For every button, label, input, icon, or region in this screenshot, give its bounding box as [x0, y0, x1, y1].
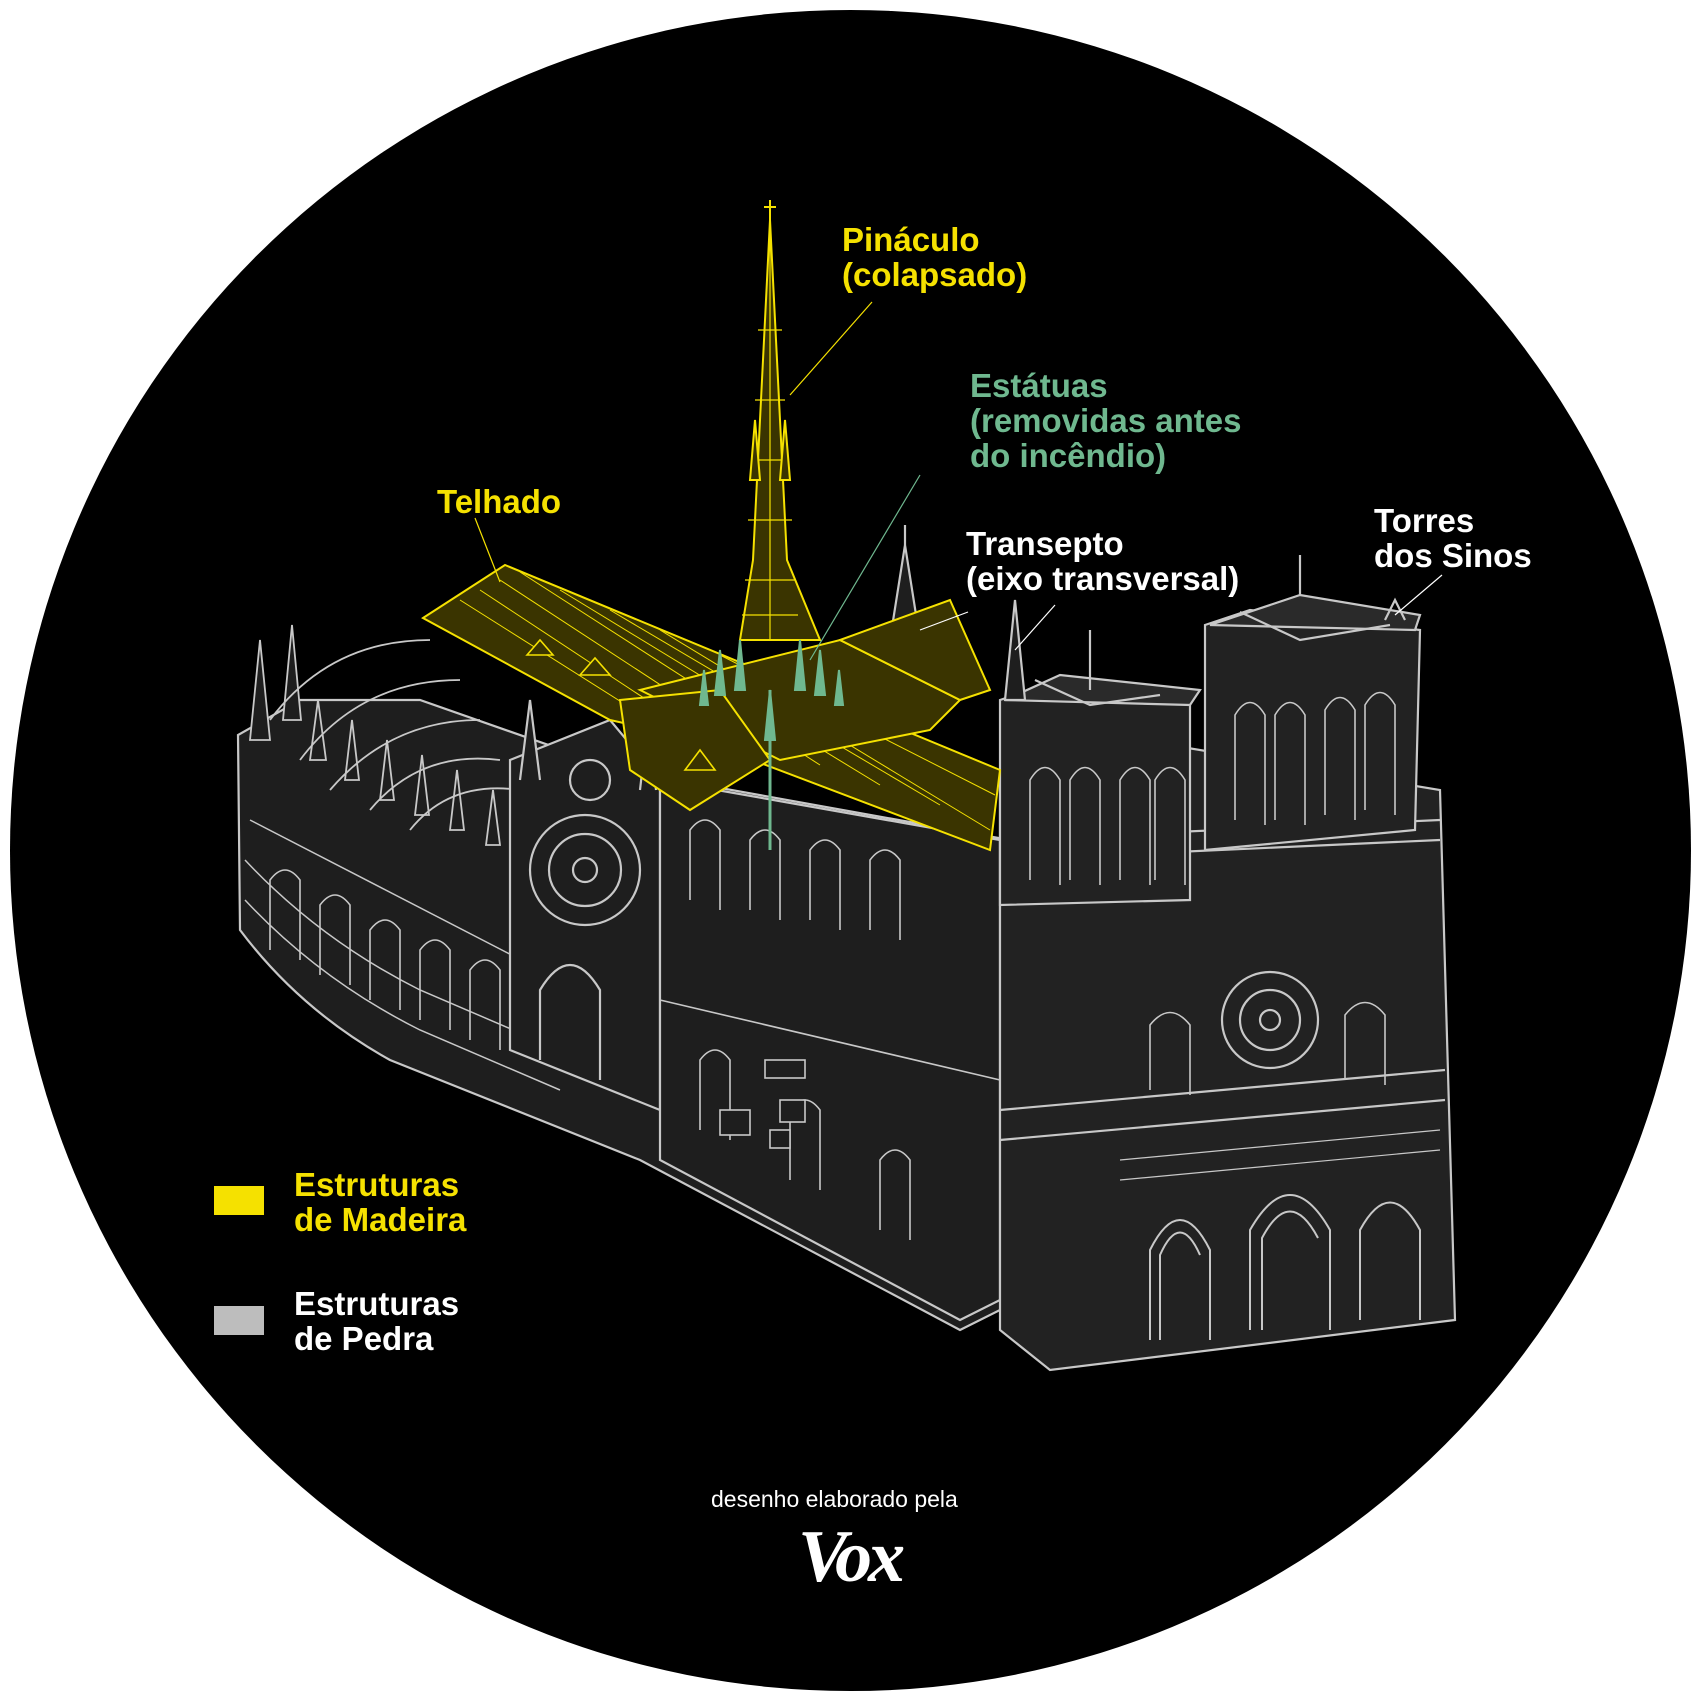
roof-label-line1: Telhado: [437, 483, 562, 520]
statues-label-line1: Estátuas: [970, 367, 1108, 404]
towers-label-line2: dos Sinos: [1374, 537, 1532, 574]
transept-label-line2: (eixo transversal): [966, 560, 1240, 597]
roof-label: Telhado: [437, 484, 561, 519]
statues-label: Estátuas (removidas antes do incêndio): [970, 368, 1241, 473]
statues-label-line2: (removidas antes: [970, 402, 1242, 439]
legend-wood-line2: de Madeira: [294, 1201, 467, 1238]
legend-stone-label: Estruturas de Pedra: [294, 1286, 459, 1356]
legend-stone-swatch: [214, 1306, 264, 1335]
stone-structures: [236, 525, 1457, 1372]
towers-label: Torres dos Sinos: [1374, 503, 1532, 573]
legend-stone-line1: Estruturas: [294, 1285, 460, 1322]
spire-label-line2: (colapsado): [842, 256, 1028, 293]
legend-wood-label: Estruturas de Madeira: [294, 1167, 466, 1237]
vox-logo: Vox: [798, 1516, 905, 1598]
legend-wood-swatch: [214, 1186, 264, 1215]
leader-lines: [474, 301, 1443, 661]
transept-label-line1: Transepto: [966, 525, 1124, 562]
spire-label: Pináculo (colapsado): [842, 222, 1027, 292]
credit-text: desenho elaborado pela: [711, 1486, 958, 1512]
transept-label: Transepto (eixo transversal): [966, 526, 1239, 596]
towers-label-line1: Torres: [1374, 502, 1475, 539]
legend-wood-line1: Estruturas: [294, 1166, 460, 1203]
statues: [698, 639, 845, 850]
spire-label-line1: Pináculo: [842, 221, 980, 258]
legend-stone-line2: de Pedra: [294, 1320, 434, 1357]
statues-label-line3: do incêndio): [970, 437, 1167, 474]
